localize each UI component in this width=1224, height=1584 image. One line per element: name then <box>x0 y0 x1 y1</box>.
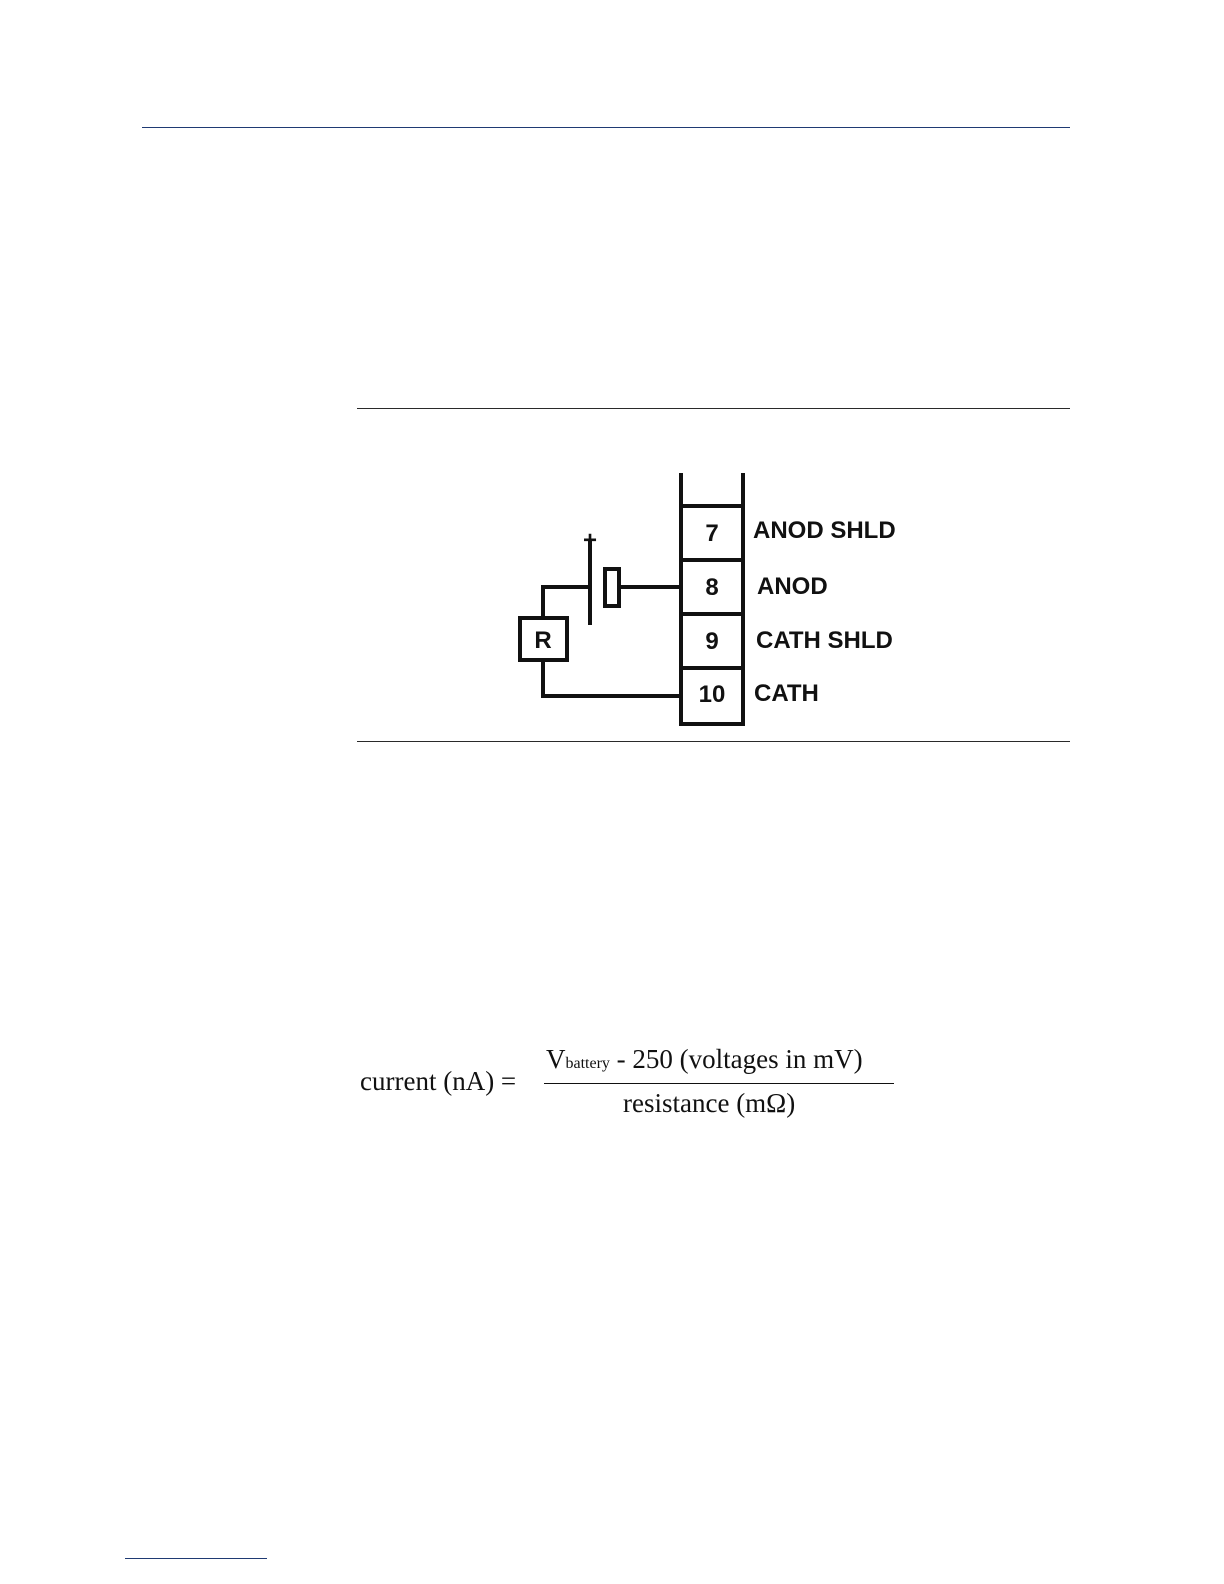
figure-bottom-rule <box>357 741 1070 742</box>
wire-resistor-to-cath <box>543 660 681 696</box>
wiring-diagram: + R 7 8 9 10 ANOD SHLD ANOD CATH SHLD CA… <box>500 465 940 735</box>
terminal-number-10: 10 <box>699 681 726 708</box>
formula-voltage-symbol: V <box>546 1044 566 1074</box>
terminal-label-anod-shld: ANOD SHLD <box>753 517 896 544</box>
footer-rule <box>125 1558 267 1559</box>
formula-numerator-rest: - 250 (voltages in mV) <box>610 1044 863 1074</box>
terminal-number-8: 8 <box>705 574 718 601</box>
terminal-label-anod: ANOD <box>757 573 828 600</box>
battery-plus-sign: + <box>583 527 597 554</box>
formula-denominator: resistance (mΩ) <box>623 1088 795 1119</box>
formula-lhs: current (nA) = <box>360 1066 516 1097</box>
current-formula: current (nA) = Vbattery - 250 (voltages … <box>360 1040 920 1130</box>
formula-fraction-bar <box>544 1083 894 1084</box>
battery-negative-plate <box>605 569 619 606</box>
terminal-number-9: 9 <box>705 628 718 655</box>
figure-top-rule <box>357 408 1070 409</box>
resistor-label: R <box>534 627 551 654</box>
formula-numerator: Vbattery - 250 (voltages in mV) <box>546 1044 863 1075</box>
wire-battery-to-resistor <box>543 587 590 618</box>
terminal-label-cath-shld: CATH SHLD <box>756 627 893 654</box>
terminal-label-cath: CATH <box>754 680 819 707</box>
terminal-number-7: 7 <box>705 520 718 547</box>
header-rule <box>142 127 1070 128</box>
formula-voltage-subscript: battery <box>566 1055 610 1072</box>
